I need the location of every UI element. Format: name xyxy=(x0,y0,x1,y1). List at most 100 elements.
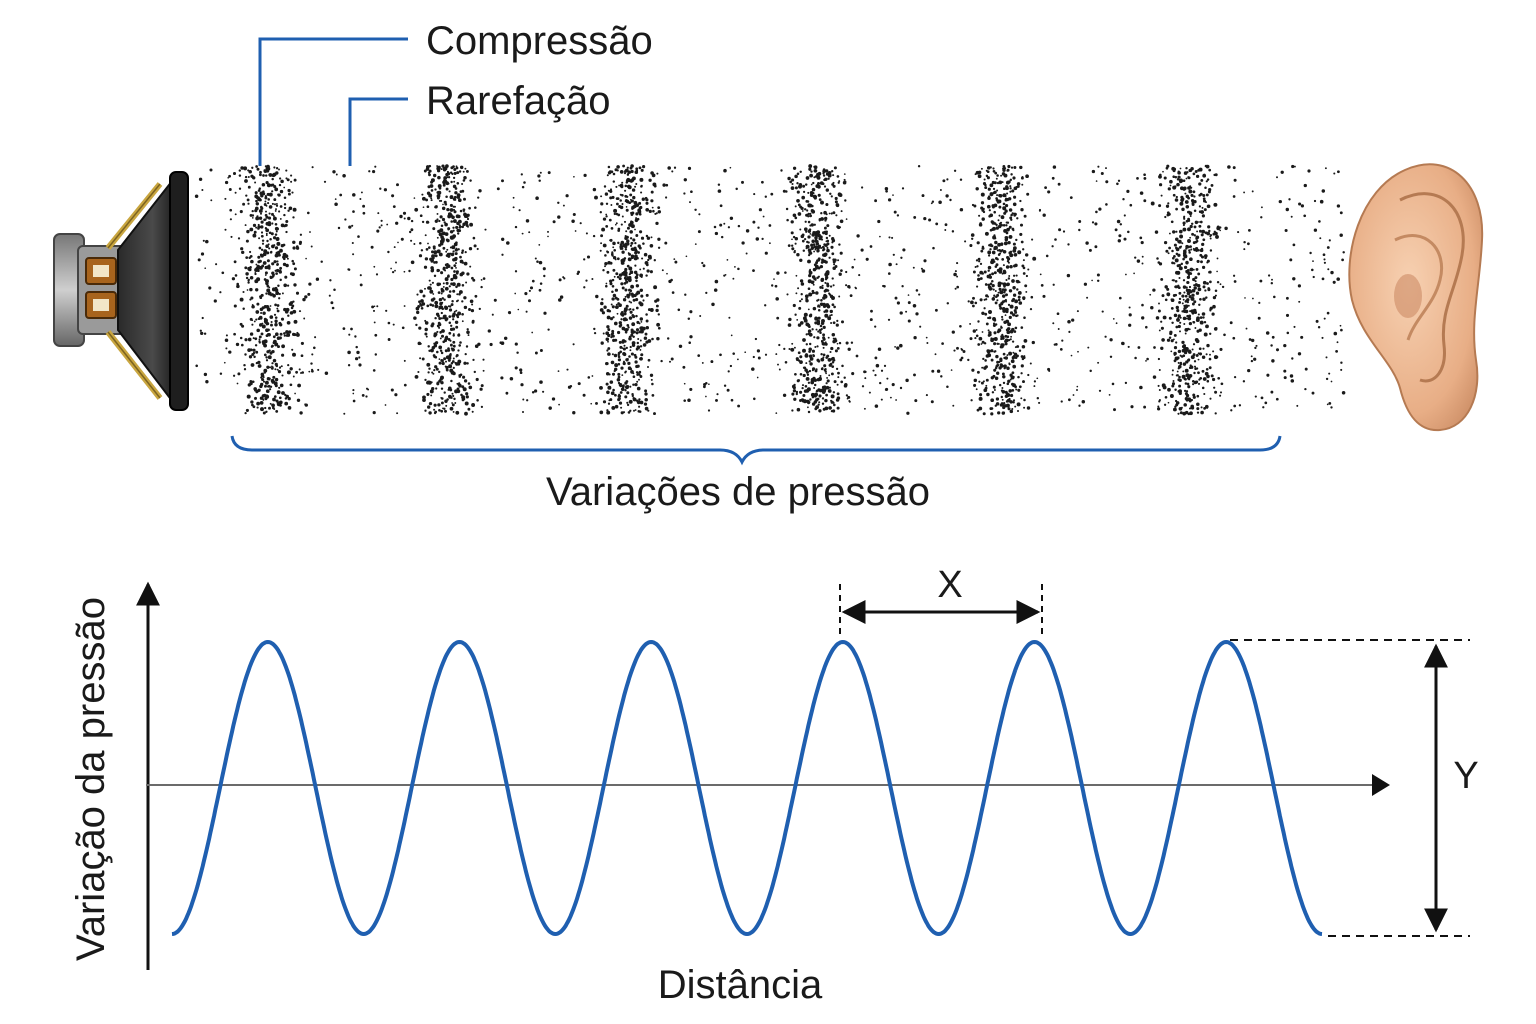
particle xyxy=(375,273,379,276)
particle xyxy=(1243,248,1246,251)
particle xyxy=(1292,277,1296,281)
particle xyxy=(827,250,830,252)
particle xyxy=(1014,306,1019,310)
particle xyxy=(1312,275,1315,279)
particle xyxy=(796,182,799,185)
particle xyxy=(440,401,444,405)
particle xyxy=(268,247,271,250)
particle xyxy=(821,284,824,287)
particle xyxy=(996,330,1000,334)
particle xyxy=(784,271,787,274)
particle xyxy=(1232,336,1236,340)
particle xyxy=(292,246,296,250)
particle xyxy=(241,250,245,255)
particle xyxy=(635,306,639,310)
particle xyxy=(837,371,840,375)
particle xyxy=(203,372,208,377)
particle xyxy=(1285,296,1289,300)
particle xyxy=(616,257,620,261)
particle xyxy=(422,294,426,298)
particle xyxy=(997,219,1000,222)
particle xyxy=(547,235,549,238)
particle xyxy=(794,174,798,179)
particle xyxy=(887,272,891,275)
particle xyxy=(804,183,808,186)
particle xyxy=(786,293,789,296)
particle xyxy=(1198,303,1201,307)
particle xyxy=(440,311,443,315)
particle xyxy=(292,216,295,219)
particle xyxy=(1016,182,1021,186)
particle xyxy=(417,341,422,346)
particle xyxy=(654,212,657,215)
particle xyxy=(983,307,986,310)
particle xyxy=(997,242,1002,247)
particle xyxy=(1209,353,1211,356)
particle xyxy=(843,376,846,379)
particle xyxy=(789,180,793,184)
particle xyxy=(438,326,441,329)
particle xyxy=(265,232,268,235)
particle xyxy=(455,241,458,245)
particle xyxy=(993,294,996,297)
particle xyxy=(237,372,241,376)
particle xyxy=(1105,167,1107,170)
particle xyxy=(520,383,524,387)
particle xyxy=(591,277,594,281)
particle xyxy=(260,231,264,234)
particle xyxy=(593,327,596,331)
particle xyxy=(413,243,416,245)
particle xyxy=(1009,378,1012,381)
particle xyxy=(403,217,406,220)
particle xyxy=(879,235,881,238)
particle xyxy=(1002,193,1007,198)
particle xyxy=(279,383,284,388)
particle xyxy=(608,399,611,402)
particle xyxy=(278,386,281,389)
particle xyxy=(194,194,199,198)
particle xyxy=(805,333,808,336)
particle xyxy=(624,189,627,192)
particle xyxy=(625,331,628,334)
particle xyxy=(1227,165,1231,169)
particle xyxy=(1013,246,1017,250)
particle xyxy=(1096,273,1100,277)
particle xyxy=(642,326,646,331)
particle xyxy=(285,263,289,268)
particle xyxy=(414,207,419,212)
particle xyxy=(355,345,358,349)
particle xyxy=(607,261,611,265)
particle xyxy=(287,192,291,196)
particle xyxy=(993,318,997,322)
particle xyxy=(831,170,834,173)
particle xyxy=(464,401,469,406)
particle xyxy=(880,369,884,372)
particle xyxy=(991,297,996,301)
particle xyxy=(264,196,268,200)
particle xyxy=(823,342,827,346)
particle xyxy=(434,219,438,223)
particle xyxy=(1067,319,1071,324)
particle xyxy=(609,317,614,321)
particle xyxy=(451,360,455,363)
particle xyxy=(600,195,603,198)
particle xyxy=(255,165,258,168)
particle xyxy=(1139,191,1144,195)
particle xyxy=(630,224,635,229)
particle xyxy=(630,169,634,174)
particle xyxy=(278,269,282,273)
particle xyxy=(1216,280,1220,284)
particle xyxy=(796,252,800,257)
particle xyxy=(985,354,990,358)
particle xyxy=(358,363,362,367)
particle xyxy=(275,399,279,403)
particle xyxy=(1201,242,1205,247)
particle xyxy=(538,244,541,246)
particle xyxy=(816,319,821,324)
particle xyxy=(637,410,641,413)
particle xyxy=(269,275,273,279)
particle xyxy=(838,243,841,246)
particle xyxy=(901,285,904,288)
particle xyxy=(614,168,618,172)
particle xyxy=(612,172,616,176)
